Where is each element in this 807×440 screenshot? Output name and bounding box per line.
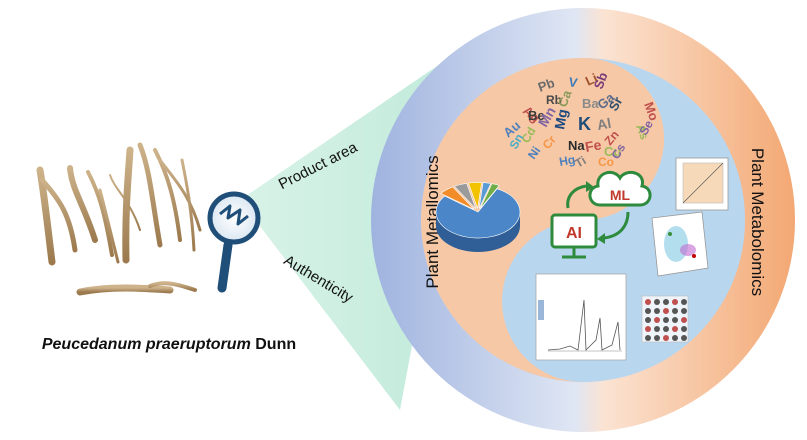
cycle-arrows-icon (566, 181, 630, 244)
ml-cloud-icon: ML (588, 170, 652, 207)
grid-dot (645, 299, 651, 305)
grid-dot (645, 317, 651, 323)
pie-slice (478, 182, 492, 209)
element-word: Ba (582, 96, 599, 111)
grid-dot (663, 326, 669, 332)
grid-dot (681, 326, 687, 332)
pie-chart (435, 182, 521, 252)
element-word: Cs (608, 141, 628, 162)
3d-plot-thumbnail (651, 211, 709, 277)
grid-dot (654, 335, 660, 341)
element-word: Na (568, 138, 585, 153)
element-word: Sr (606, 94, 626, 113)
element-word: Al (596, 115, 613, 133)
element-word: Sn (506, 131, 526, 151)
element-word: Se (636, 118, 656, 138)
grid-dot (681, 308, 687, 314)
element-word: Sb (591, 70, 611, 91)
species-authority: Dunn (255, 336, 297, 353)
element-word: K (578, 114, 591, 134)
element-word: Ca (555, 88, 575, 109)
grid-dot (663, 308, 669, 314)
element-word: Cu (604, 144, 621, 159)
ring-label-left: Plant Metallomics (423, 155, 442, 288)
grid-dot (645, 308, 651, 314)
grid-dot (654, 299, 660, 305)
grid-dot (663, 299, 669, 305)
magnifier-icon (207, 191, 261, 293)
element-word: Mg (551, 108, 570, 131)
grid-dot (672, 308, 678, 314)
grid-dot (672, 317, 678, 323)
element-word: V (567, 74, 578, 90)
element-word: Li (583, 70, 600, 88)
scatter-plot-thumbnail (675, 157, 729, 211)
element-word: Hg (558, 152, 576, 169)
grid-dot (672, 326, 678, 332)
ml-label: ML (610, 187, 631, 203)
grid-dot (654, 326, 660, 332)
grid-dot (663, 317, 669, 323)
species-name: Peucedanum praeruptorum (41, 336, 251, 353)
species-caption: Peucedanum praeruptorum Dunn (4, 336, 334, 354)
grid-dot (645, 335, 651, 341)
grid-dot (654, 317, 660, 323)
ai-monitor-icon: AI (550, 213, 598, 259)
pie-slice (453, 182, 477, 209)
element-word: Co (598, 155, 614, 169)
grid-dot (681, 317, 687, 323)
grid-dot (654, 308, 660, 314)
pie-side (436, 212, 520, 252)
element-word: Mo (641, 100, 662, 123)
pie-slice (468, 182, 482, 209)
dried-root-illustration (36, 142, 202, 296)
grid-dot (681, 335, 687, 341)
pie-slice (479, 183, 500, 209)
grid-dot (681, 299, 687, 305)
grid-dot (645, 326, 651, 332)
chromatogram-thumbnail (535, 273, 627, 361)
grid-dot (672, 299, 678, 305)
element-word: Cd (518, 125, 538, 146)
element-word: Be (528, 108, 545, 123)
pie-slice (435, 188, 521, 239)
element-word: Fe (584, 136, 603, 155)
pie-slice (440, 186, 475, 210)
grid-dot (663, 335, 669, 341)
ring-label-right: Plant Metabolomics (748, 148, 767, 296)
grid-dot (672, 335, 678, 341)
grid-thumbnail (641, 295, 689, 343)
element-word: As (633, 122, 652, 142)
ai-label: AI (566, 225, 582, 242)
element-word: Rb (546, 93, 562, 107)
element-word: Pb (536, 75, 557, 95)
